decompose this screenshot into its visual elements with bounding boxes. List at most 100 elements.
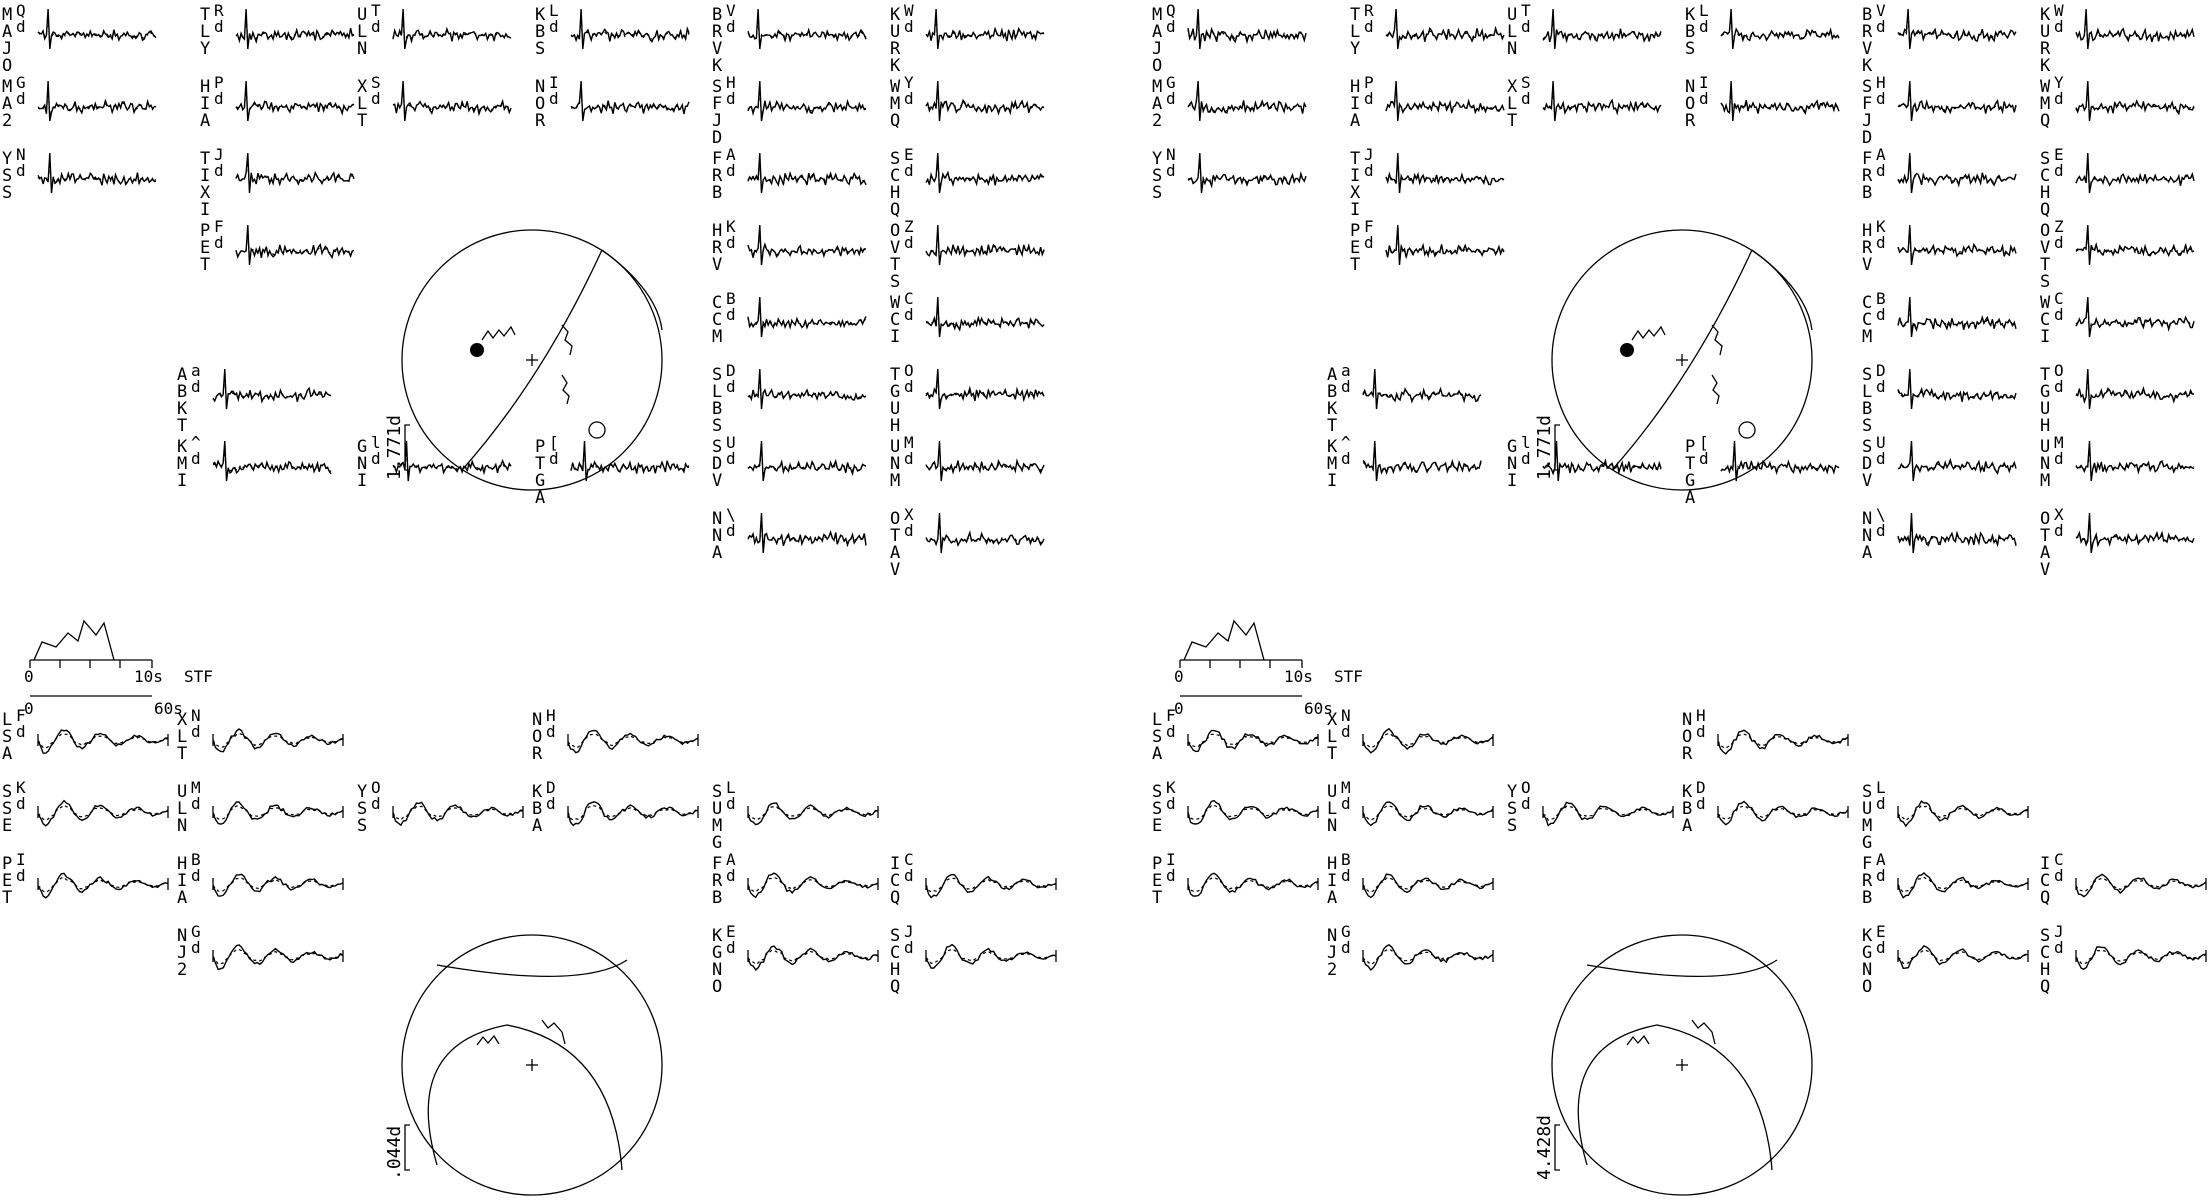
surface-station-frb-component: d <box>1876 866 1886 885</box>
surface-station-sse-synthetic-trace <box>1187 804 1319 820</box>
surface-station-icq-shift-letter: C <box>904 850 914 869</box>
surface-station-uln-shift-letter: M <box>1341 778 1351 797</box>
body-station-xlt-shift-letter: S <box>371 73 381 92</box>
surface-wave-beachball-station-marks-e <box>1691 1019 1716 1045</box>
body-station-schq-observed-trace <box>2075 152 2195 194</box>
surface-station-sumg-synthetic-trace <box>1897 804 2029 822</box>
body-station-wmq-observed-trace <box>925 80 1044 122</box>
body-station-kmi-component: d <box>191 449 201 468</box>
body-station-nna-component: d <box>1876 521 1886 540</box>
stf-name-label: STF <box>184 667 213 686</box>
surface-station-schq-component: d <box>2054 938 2064 957</box>
body-station-schq-synthetic-trace <box>925 159 1045 189</box>
body-station-hia-observed-trace <box>235 80 355 122</box>
body-station-sdv-shift-letter: U <box>1876 433 1886 452</box>
surface-station-sumg-shift-letter: L <box>1876 778 1886 797</box>
surface-station-sse-component: d <box>16 794 26 813</box>
surface-wave-beachball-nodal-plane-1 <box>1586 959 1778 978</box>
surface-station-uln-component: d <box>191 794 201 813</box>
surface-wave-beachball-station-marks-w <box>1626 1034 1650 1046</box>
body-station-kurk-component: d <box>904 17 914 36</box>
body-station-sdv-component: d <box>1876 449 1886 468</box>
body-wave-beachball <box>1551 229 1813 491</box>
surface-station-hia-observed-trace <box>212 873 344 897</box>
body-station-nna-component: d <box>726 521 736 540</box>
body-station-gni-synthetic-trace <box>392 448 512 479</box>
body-station-sdv-observed-trace <box>1897 440 2017 482</box>
wave-axis-origin-label: 0 <box>24 699 34 718</box>
body-station-ccm-component: d <box>1876 305 1886 324</box>
body-station-majo-component: d <box>1166 17 1176 36</box>
surface-amplitude-scale-bar <box>1554 1124 1560 1171</box>
body-station-tguh-component: d <box>904 377 914 396</box>
body-station-uln-observed-trace <box>392 8 512 50</box>
body-station-tixi-synthetic-trace <box>1385 160 1505 191</box>
body-station-majo-shift-letter: Q <box>1166 1 1176 20</box>
body-station-kurk-shift-letter: W <box>904 1 914 20</box>
body-station-kurk-shift-letter: W <box>2054 1 2064 20</box>
surface-station-kgno-shift-letter: E <box>1876 922 1886 941</box>
body-station-kbs-synthetic-trace <box>1720 15 1840 47</box>
surface-station-sumg-observed-trace <box>747 802 879 826</box>
surface-station-lsa-observed-trace <box>1187 729 1319 753</box>
body-station-uln-synthetic-trace <box>392 16 512 47</box>
surface-station-kba-observed-trace <box>567 800 699 827</box>
body-station-kmi-component: d <box>1341 449 1351 468</box>
body-station-wci-component: d <box>904 305 914 324</box>
surface-station-pet-synthetic-trace <box>1187 876 1319 892</box>
body-station-ovts-synthetic-trace <box>925 230 1045 261</box>
body-station-slbs-observed-trace <box>1897 368 2017 410</box>
body-wave-beachball-t-axis-dot <box>1738 421 1756 439</box>
body-station-tly-shift-letter: R <box>214 1 224 20</box>
body-station-otav-observed-trace <box>925 512 1045 554</box>
surface-wave-beachball-outline <box>401 934 663 1196</box>
body-station-ptga-observed-trace <box>570 440 690 482</box>
body-station-ccm-observed-trace <box>1897 296 2017 338</box>
surface-station-nor-synthetic-trace <box>1717 733 1849 749</box>
body-station-frb-synthetic-trace <box>747 160 867 191</box>
surface-station-sse-shift-letter: K <box>1166 778 1176 797</box>
body-station-schq-synthetic-trace <box>2075 160 2195 191</box>
body-station-gni-observed-trace <box>1542 440 1662 482</box>
stf-origin-label: 0 <box>24 667 34 686</box>
body-station-frb-shift-letter: A <box>1876 145 1886 164</box>
surface-station-frb-observed-trace <box>747 872 879 899</box>
surface-station-pet-component: d <box>16 866 26 885</box>
